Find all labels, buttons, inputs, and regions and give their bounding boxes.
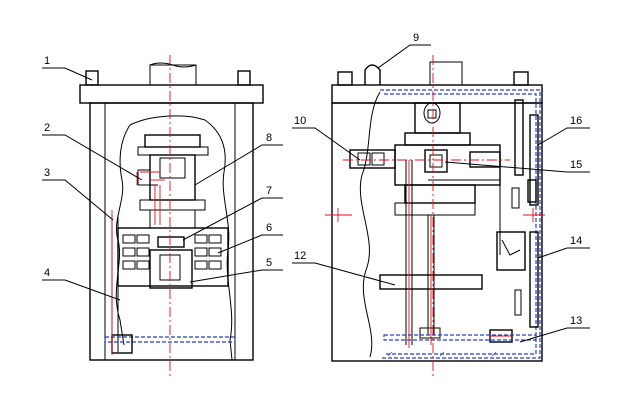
callout-5: 5 <box>266 257 272 269</box>
callout-4: 4 <box>44 267 50 279</box>
leader-12 <box>292 262 396 286</box>
leader-15 <box>444 161 590 173</box>
callout-6: 6 <box>266 222 272 234</box>
leader-1 <box>42 67 93 81</box>
leader-13 <box>519 327 590 343</box>
callout-14: 14 <box>570 235 582 247</box>
leader-4 <box>42 279 121 301</box>
callout-1: 1 <box>44 55 50 67</box>
callouts: 1 2 3 4 5 6 7 8 9 10 12 13 14 <box>42 32 590 343</box>
terminal-blocks <box>122 234 222 270</box>
callout-2: 2 <box>44 122 50 134</box>
callout-12: 12 <box>294 250 306 262</box>
leader-9 <box>377 44 431 69</box>
leader-6 <box>217 234 283 254</box>
callout-3: 3 <box>44 167 50 179</box>
leader-16 <box>537 127 590 146</box>
callout-15: 15 <box>570 159 582 171</box>
leader-14 <box>537 247 590 259</box>
left-view <box>79 55 264 378</box>
callout-16: 16 <box>570 115 582 127</box>
callout-9: 9 <box>413 32 419 44</box>
callout-10: 10 <box>294 115 306 127</box>
leader-5 <box>189 269 283 283</box>
leader-2 <box>42 134 143 181</box>
leader-7 <box>182 197 283 241</box>
callout-8: 8 <box>266 132 272 144</box>
leader-3 <box>42 179 114 221</box>
callout-13: 13 <box>570 315 582 327</box>
callout-7: 7 <box>266 185 272 197</box>
leader-10 <box>292 127 361 161</box>
leader-8 <box>194 144 283 186</box>
right-view <box>325 55 545 378</box>
